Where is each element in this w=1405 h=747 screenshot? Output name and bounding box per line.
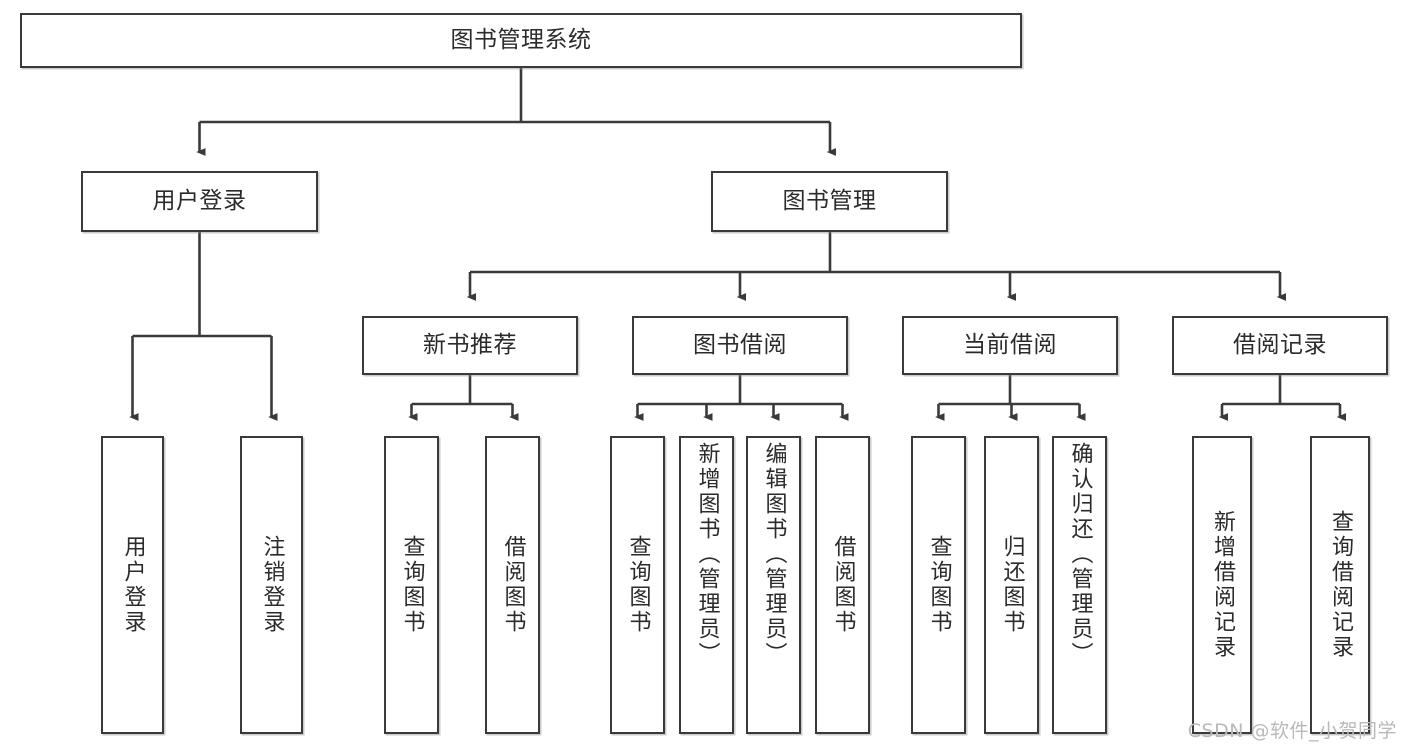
- connector-bookborrow-to-leaves: [634, 375, 849, 421]
- node-book-manage-label: 图书管理: [782, 187, 877, 214]
- leaf-query-book-1-label: 查询图书: [399, 535, 425, 635]
- leaf-query-book-3[interactable]: 查询图书: [911, 436, 966, 734]
- leaf-return-book[interactable]: 归还图书: [984, 436, 1039, 734]
- connector-currentborrow-to-leaves: [935, 375, 1086, 421]
- leaf-user-logout[interactable]: 注销登录: [240, 436, 303, 734]
- leaf-user-login-label: 用户登录: [120, 535, 146, 635]
- connector-root-to-level2: [196, 68, 837, 156]
- node-book-manage[interactable]: 图书管理: [711, 171, 948, 232]
- leaf-borrow-book-2[interactable]: 借阅图书: [815, 436, 870, 734]
- csdn-watermark: CSDN @软件_小贺同学: [1187, 720, 1397, 742]
- leaf-query-book-1[interactable]: 查询图书: [384, 436, 439, 734]
- node-borrow-record-label: 借阅记录: [1233, 331, 1327, 358]
- node-root[interactable]: 图书管理系统: [20, 13, 1022, 68]
- node-current-borrow[interactable]: 当前借阅: [902, 316, 1118, 375]
- node-book-borrow[interactable]: 图书借阅: [632, 316, 848, 375]
- leaf-borrow-book-1-label: 借阅图书: [500, 535, 526, 635]
- leaf-query-book-2-label: 查询图书: [625, 535, 651, 635]
- leaf-confirm-return-label: 确认归还（管理员）: [1067, 442, 1093, 667]
- leaf-add-book[interactable]: 新增图书（管理员）: [679, 436, 734, 734]
- connector-userlogin-to-leaves: [129, 232, 278, 421]
- leaf-add-borrow-record[interactable]: 新增借阅记录: [1192, 436, 1252, 734]
- leaf-query-borrow-record-label: 查询借阅记录: [1327, 510, 1353, 660]
- leaf-add-book-label: 新增图书（管理员）: [694, 442, 720, 667]
- leaf-user-logout-label: 注销登录: [259, 535, 285, 635]
- connector-bookmanage-to-level3: [466, 232, 1287, 301]
- node-book-borrow-label: 图书借阅: [693, 331, 787, 358]
- connector-borrowrecord-to-leaves: [1218, 375, 1347, 421]
- node-borrow-record[interactable]: 借阅记录: [1172, 316, 1388, 375]
- leaf-query-book-3-label: 查询图书: [926, 535, 952, 635]
- node-user-login[interactable]: 用户登录: [81, 171, 318, 232]
- node-root-label: 图书管理系统: [450, 26, 592, 53]
- node-user-login-label: 用户登录: [152, 187, 247, 214]
- leaf-user-login[interactable]: 用户登录: [101, 436, 164, 734]
- leaf-confirm-return[interactable]: 确认归还（管理员）: [1052, 436, 1107, 734]
- node-current-borrow-label: 当前借阅: [963, 331, 1057, 358]
- leaf-edit-book-label: 编辑图书（管理员）: [761, 442, 787, 667]
- leaf-edit-book[interactable]: 编辑图书（管理员）: [746, 436, 801, 734]
- node-new-book-recommend-label: 新书推荐: [423, 331, 517, 358]
- node-new-book-recommend[interactable]: 新书推荐: [362, 316, 578, 375]
- leaf-query-book-2[interactable]: 查询图书: [610, 436, 665, 734]
- leaf-add-borrow-record-label: 新增借阅记录: [1209, 510, 1235, 660]
- leaf-return-book-label: 归还图书: [999, 535, 1025, 635]
- leaf-borrow-book-1[interactable]: 借阅图书: [485, 436, 540, 734]
- leaf-borrow-book-2-label: 借阅图书: [830, 535, 856, 635]
- leaf-query-borrow-record[interactable]: 查询借阅记录: [1310, 436, 1370, 734]
- connector-newbook-to-leaves: [408, 375, 519, 421]
